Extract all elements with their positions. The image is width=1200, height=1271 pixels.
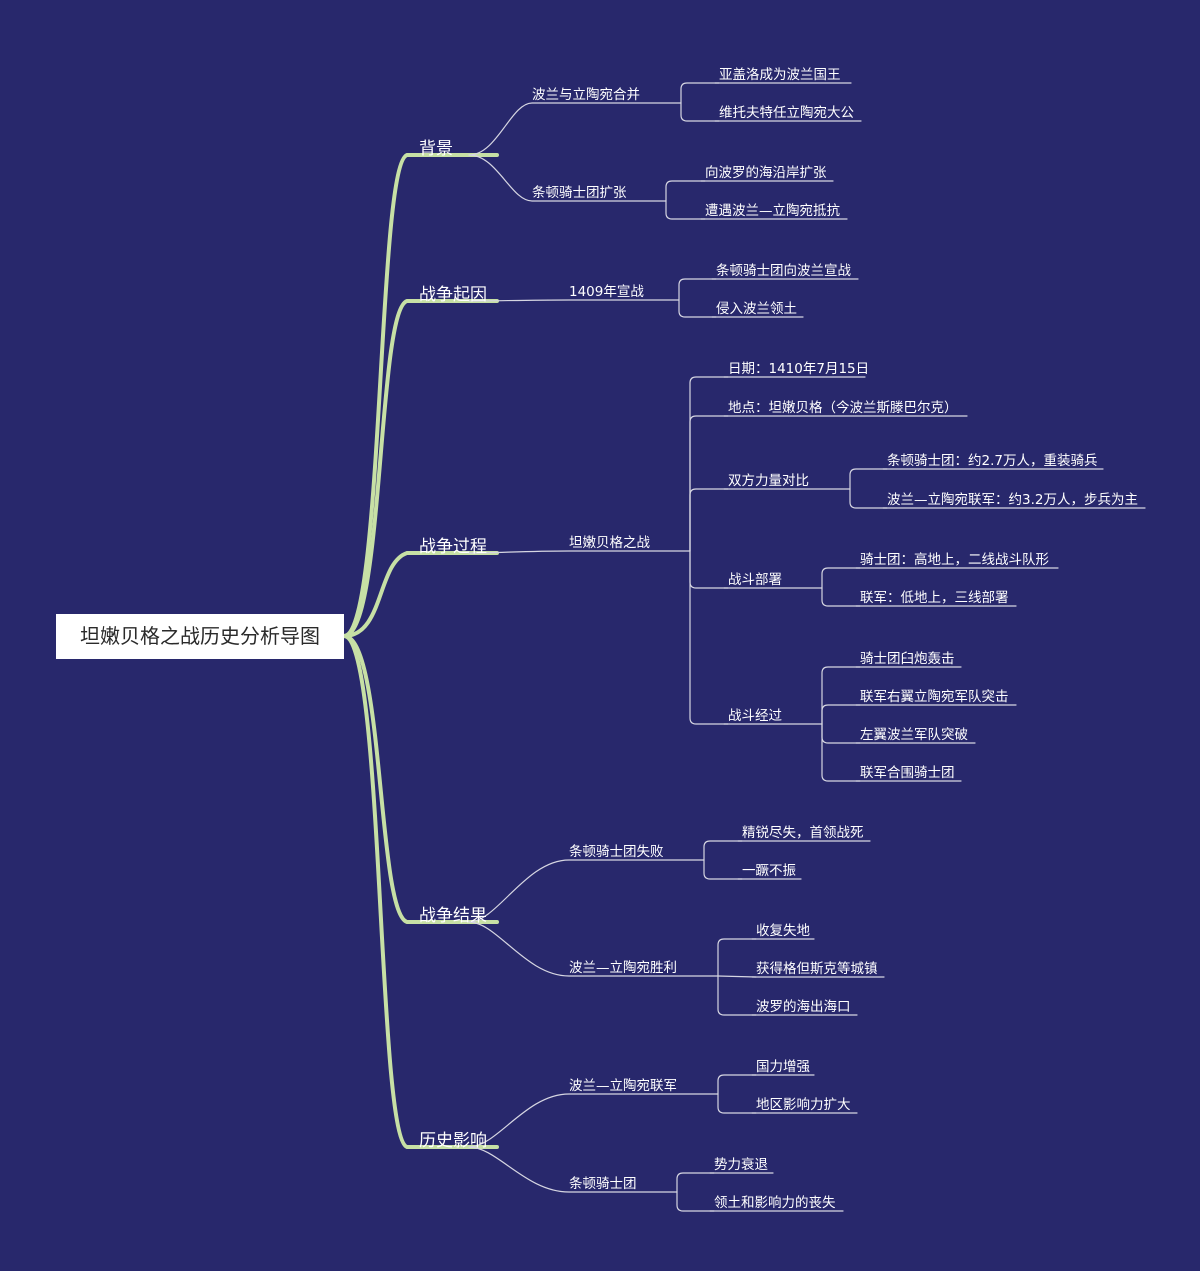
branch-label-2[interactable]: 战争起因 xyxy=(419,285,487,305)
sub-line-4-1 xyxy=(468,859,705,923)
sub-label-2-1[interactable]: 1409年宣战 xyxy=(569,283,644,300)
sub-label-3-1[interactable]: 坦嫩贝格之战 xyxy=(569,534,650,551)
leaf-label-1-1-1[interactable]: 亚盖洛成为波兰国王 xyxy=(719,66,841,83)
leaf-line-4-1-2 xyxy=(703,859,743,880)
branch-line-1 xyxy=(342,153,499,638)
leaf-label-5-1-1[interactable]: 国力增强 xyxy=(756,1058,810,1075)
leaf-label-3-1-4[interactable]: 战斗部署 xyxy=(728,571,782,588)
leaf-line-3-1-4 xyxy=(689,550,729,589)
leaf-label-5-2-1[interactable]: 势力衰退 xyxy=(714,1156,768,1173)
leaf-line-4-2-2 xyxy=(717,975,757,978)
leaf-line-4-1-1 xyxy=(703,840,743,861)
detail-line-5-4 xyxy=(821,723,861,782)
detail-line-5-3 xyxy=(821,723,861,744)
leaf-label-2-1-2[interactable]: 侵入波兰领土 xyxy=(716,300,797,317)
detail-line-3-2 xyxy=(849,488,888,509)
leaf-label-3-1-5[interactable]: 战斗经过 xyxy=(728,707,782,724)
leaf-line-5-1-1 xyxy=(717,1074,757,1095)
detail-label-5-4[interactable]: 联军合围骑士团 xyxy=(860,764,955,781)
leaf-label-1-2-2[interactable]: 遭遇波兰—立陶宛抵抗 xyxy=(705,202,840,219)
detail-label-5-2[interactable]: 联军右翼立陶宛军队突击 xyxy=(860,688,1009,705)
leaf-label-4-2-3[interactable]: 波罗的海出海口 xyxy=(756,998,851,1015)
leaf-label-3-1-2[interactable]: 地点：坦嫩贝格（今波兰斯滕巴尔克） xyxy=(728,399,958,416)
leaf-label-4-2-1[interactable]: 收复失地 xyxy=(756,922,810,939)
sub-line-1-1 xyxy=(468,102,682,156)
leaf-line-1-1-1 xyxy=(680,82,720,104)
sub-line-2-1 xyxy=(468,299,680,302)
branch-label-1[interactable]: 背景 xyxy=(419,139,453,159)
leaf-label-4-1-1[interactable]: 精锐尽失，首领战死 xyxy=(742,824,864,841)
branch-label-5[interactable]: 历史影响 xyxy=(419,1131,487,1151)
detail-line-5-1 xyxy=(821,666,861,725)
leaf-line-5-2-1 xyxy=(676,1172,715,1193)
root-node[interactable]: 坦嫩贝格之战历史分析导图 xyxy=(56,614,344,659)
detail-label-3-1[interactable]: 条顿骑士团：约2.7万人，重装骑兵 xyxy=(887,452,1098,469)
sub-line-1-2 xyxy=(468,154,667,202)
leaf-label-5-1-2[interactable]: 地区影响力扩大 xyxy=(756,1096,851,1113)
leaf-line-2-1-2 xyxy=(678,299,717,318)
sub-label-4-1[interactable]: 条顿骑士团失败 xyxy=(569,843,664,860)
leaf-line-3-1-5 xyxy=(689,550,729,725)
leaf-line-5-2-2 xyxy=(676,1191,715,1212)
leaf-line-4-2-1 xyxy=(717,938,757,977)
detail-label-4-1[interactable]: 骑士团：高地上，二线战斗队形 xyxy=(860,551,1049,568)
leaf-line-1-1-2 xyxy=(680,102,720,122)
detail-label-5-1[interactable]: 骑士团臼炮轰击 xyxy=(860,650,955,667)
leaf-label-1-2-1[interactable]: 向波罗的海沿岸扩张 xyxy=(705,164,827,181)
sub-label-4-2[interactable]: 波兰—立陶宛胜利 xyxy=(569,959,677,976)
leaf-label-1-1-2[interactable]: 维托夫特任立陶宛大公 xyxy=(719,104,854,121)
detail-line-3-1 xyxy=(849,468,888,490)
detail-label-3-2[interactable]: 波兰—立陶宛联军：约3.2万人，步兵为主 xyxy=(887,491,1138,508)
detail-line-4-2 xyxy=(821,587,861,607)
sub-label-5-1[interactable]: 波兰—立陶宛联军 xyxy=(569,1077,677,1094)
sub-line-5-1 xyxy=(468,1093,719,1148)
leaf-line-2-1-1 xyxy=(678,278,717,301)
leaf-line-3-1-1 xyxy=(689,376,729,552)
leaf-line-5-1-2 xyxy=(717,1093,757,1114)
detail-label-4-2[interactable]: 联军：低地上，三线部署 xyxy=(860,589,1009,606)
sub-line-4-2 xyxy=(468,921,719,977)
leaf-label-2-1-1[interactable]: 条顿骑士团向波兰宣战 xyxy=(716,262,851,279)
leaf-line-4-2-3 xyxy=(717,975,757,1016)
branch-line-2 xyxy=(342,299,499,638)
leaf-line-1-2-2 xyxy=(665,200,706,220)
sub-label-5-2[interactable]: 条顿骑士团 xyxy=(569,1175,637,1192)
branch-line-3 xyxy=(342,551,499,638)
sub-label-1-2[interactable]: 条顿骑士团扩张 xyxy=(532,184,627,201)
detail-label-5-3[interactable]: 左翼波兰军队突破 xyxy=(860,726,968,743)
detail-line-4-1 xyxy=(821,567,861,589)
detail-line-5-2 xyxy=(821,704,861,725)
leaf-line-3-1-2 xyxy=(689,415,729,552)
branch-label-4[interactable]: 战争结果 xyxy=(419,906,487,926)
sub-line-3-1 xyxy=(468,550,691,554)
leaf-line-1-2-1 xyxy=(665,180,706,202)
leaf-label-5-2-2[interactable]: 领土和影响力的丧失 xyxy=(714,1194,836,1211)
leaf-label-3-1-3[interactable]: 双方力量对比 xyxy=(728,472,809,489)
leaf-label-4-1-2[interactable]: 一蹶不振 xyxy=(742,862,796,879)
branch-line-4 xyxy=(342,634,499,924)
leaf-label-4-2-2[interactable]: 获得格但斯克等城镇 xyxy=(756,960,878,977)
sub-line-5-2 xyxy=(468,1146,678,1193)
branch-label-3[interactable]: 战争过程 xyxy=(419,537,487,557)
sub-label-1-1[interactable]: 波兰与立陶宛合并 xyxy=(532,86,640,103)
leaf-line-3-1-3 xyxy=(689,488,729,552)
branch-line-5 xyxy=(342,634,499,1149)
leaf-label-3-1-1[interactable]: 日期：1410年7月15日 xyxy=(728,360,870,377)
